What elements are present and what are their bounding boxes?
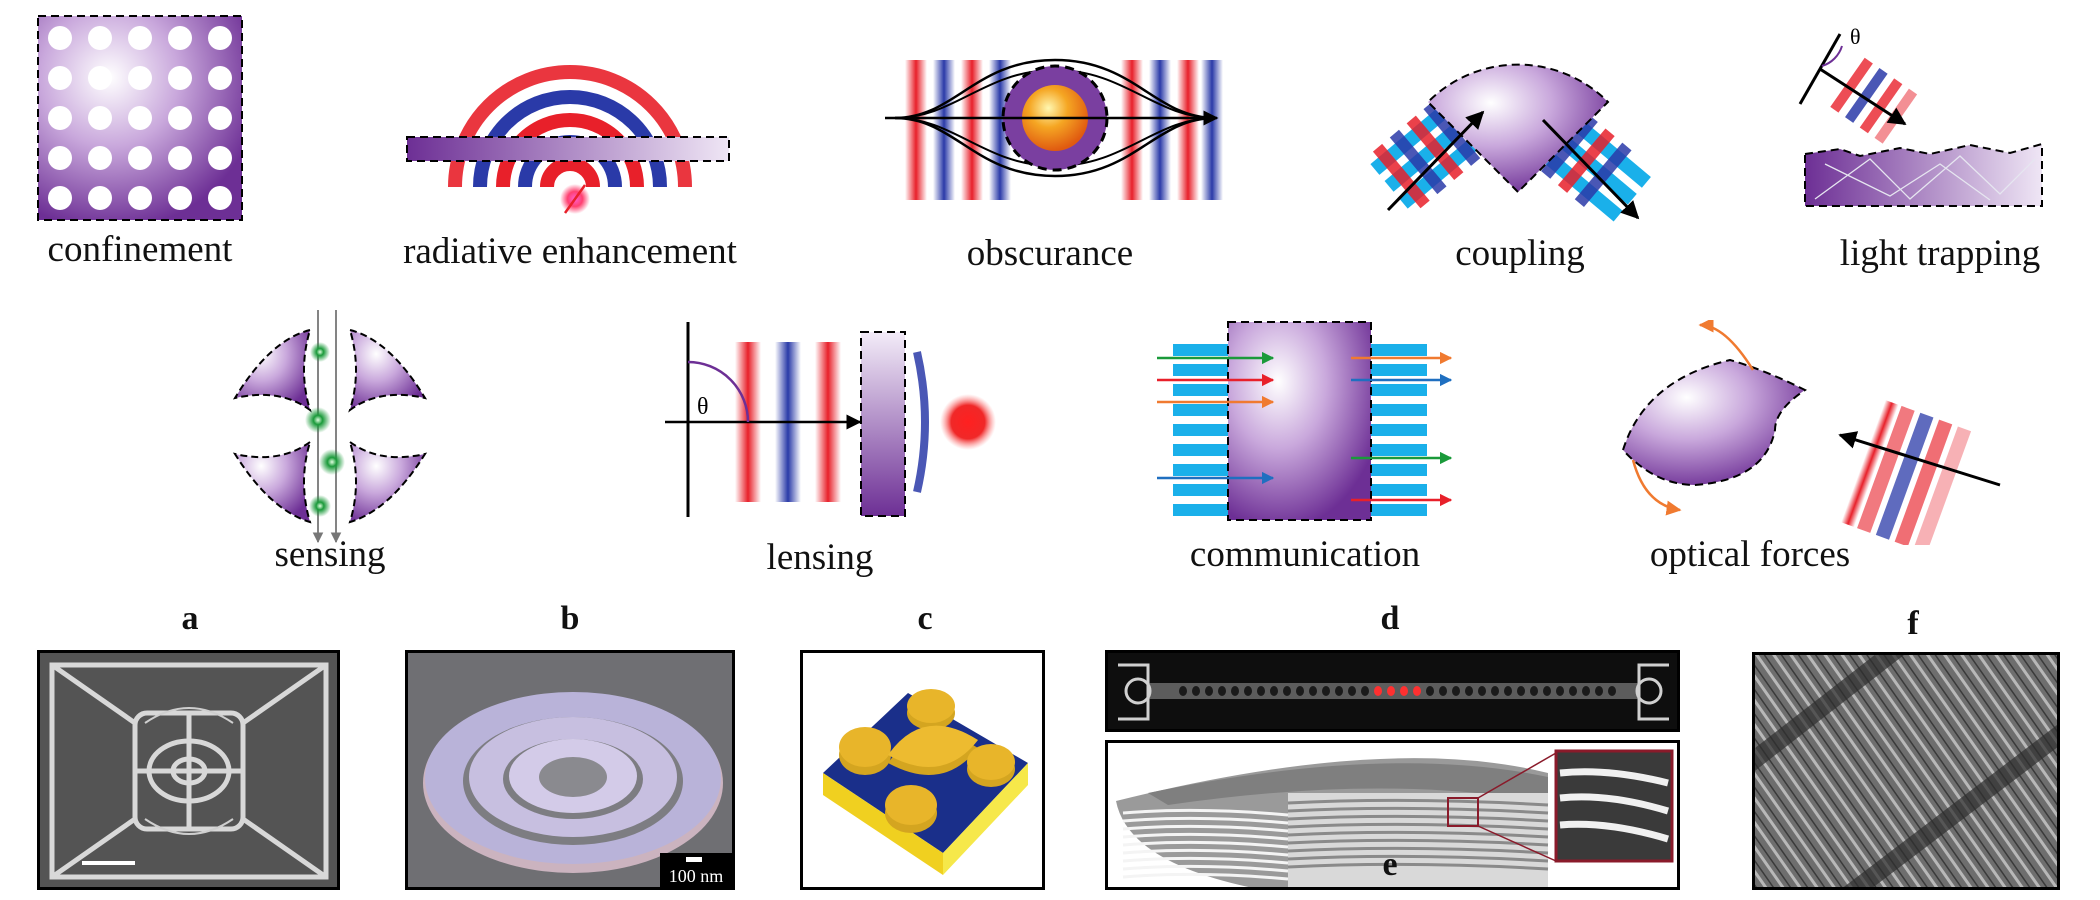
caption-optical-forces: optical forces <box>1649 534 1851 575</box>
sem-image-b: 100 nm <box>405 650 735 890</box>
scale-bar-label: 100 nm <box>669 866 724 886</box>
caption-communication: communication <box>1189 534 1421 575</box>
render-image-e <box>1105 740 1680 890</box>
caption-radiative-enhancement: radiative enhancement <box>403 231 737 272</box>
confinement-illustration <box>36 14 244 222</box>
light-trapping-illustration: θ <box>1780 14 2070 214</box>
light-trapping-angle: θ <box>1850 24 1861 49</box>
caption-sensing: sensing <box>274 534 386 575</box>
communication-illustration <box>1155 320 1455 525</box>
render-image-c <box>800 650 1045 890</box>
panel-label-f: f <box>1907 605 1919 642</box>
panel-label-b: b <box>560 600 580 637</box>
lensing-angle: θ <box>697 394 709 420</box>
lensing-illustration: θ <box>665 322 1015 522</box>
coupling-illustration <box>1368 20 1668 230</box>
obscurance-illustration <box>885 40 1225 200</box>
caption-light-trapping: light trapping <box>1839 233 2041 274</box>
panel-label-d: d <box>1380 600 1400 637</box>
caption-obscurance: obscurance <box>966 233 1134 274</box>
sensing-illustration <box>220 310 440 545</box>
panel-label-c: c <box>917 600 933 637</box>
caption-confinement: confinement <box>47 229 233 270</box>
panel-label-a: a <box>181 600 199 637</box>
sem-image-f <box>1752 652 2060 890</box>
sem-image-a <box>37 650 340 890</box>
panel-label-e: e <box>1382 846 1398 883</box>
radiative-enhancement-illustration <box>405 55 735 225</box>
sem-image-d <box>1105 650 1680 732</box>
caption-lensing: lensing <box>766 537 874 578</box>
caption-coupling: coupling <box>1455 233 1585 274</box>
optical-forces-illustration <box>1615 317 2015 554</box>
